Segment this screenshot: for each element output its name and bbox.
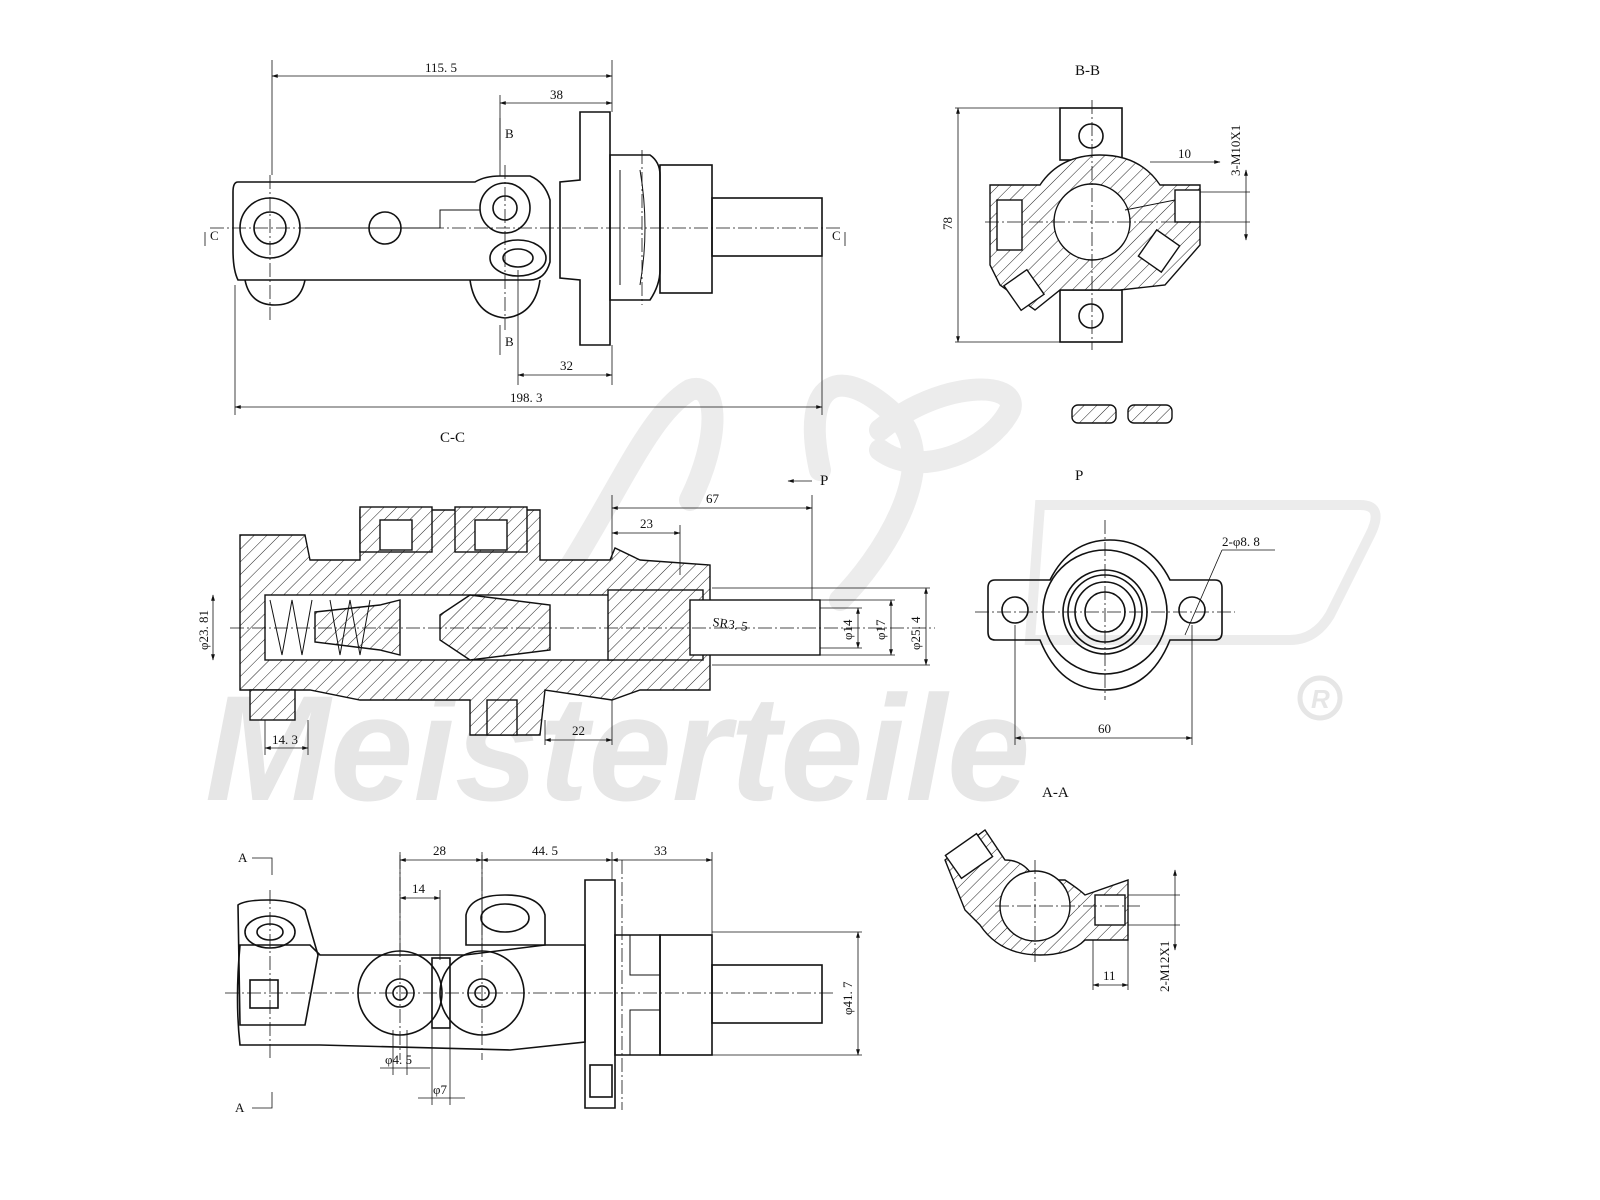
cc-dim-d23-81: φ23. 81 (196, 610, 211, 650)
dim-38: 38 (550, 87, 563, 102)
bottom-flange (584, 879, 616, 1109)
bottom-upper-boss (465, 894, 546, 946)
top-flange (559, 111, 611, 346)
top-view: 115. 5 38 32 198. 3 B B C C (204, 60, 846, 415)
cc-dim-67: 67 (706, 491, 720, 506)
registered-mark-circle (1297, 675, 1343, 721)
cc-dim-d25-4: φ25. 4 (908, 616, 923, 650)
section-aa-view: A-A 2-M12X1 11 (944, 785, 1180, 992)
aa-title: A-A (1042, 785, 1069, 801)
bottom-view: 28 44. 5 33 14 φ41. 7 φ4. 5 φ7 A A (225, 843, 862, 1115)
port-oval-inner (502, 248, 534, 268)
top-step-line (305, 209, 480, 229)
seal-icons (1071, 404, 1173, 424)
cc-dim-d14: φ14 (840, 619, 855, 640)
cc-pushrod-bore (689, 599, 821, 656)
bot-dim-28: 28 (433, 843, 446, 858)
watermark-banner (1024, 500, 1381, 645)
top-boss (609, 154, 661, 301)
top-groove (619, 169, 646, 286)
bb-dim-10: 10 (1178, 146, 1191, 161)
bottom-cylinder (659, 934, 713, 1056)
watermark-registered: R (1311, 684, 1330, 714)
cc-outlet-1 (249, 689, 296, 721)
aa-dim-11: 11 (1103, 968, 1116, 983)
section-mark-b-top: B (505, 126, 514, 141)
section-mark-c-left: C (210, 228, 219, 243)
bot-dim-d7: φ7 (433, 1082, 448, 1097)
p-dim-holes: 2-φ8. 8 (1222, 534, 1260, 549)
seal-icon-1 (1071, 404, 1117, 424)
bb-title: B-B (1075, 63, 1100, 79)
cc-outlet-2 (486, 699, 518, 736)
p-title: P (1075, 468, 1083, 484)
section-cc-view: C-C P SR3. 5 67 23 φ23. 81 φ14 (196, 430, 935, 755)
cc-piston-head (607, 589, 704, 661)
bot-dim-d41-7: φ41. 7 (840, 981, 855, 1015)
cc-spring (269, 599, 313, 656)
lower-lug-1 (244, 279, 306, 306)
bottom-body-outline (236, 944, 586, 1051)
cc-radius-label: SR3. 5 (712, 614, 749, 634)
bot-dim-d4-5: φ4. 5 (385, 1052, 412, 1067)
top-body-outline (232, 175, 551, 281)
bottom-boss (237, 899, 319, 1026)
seal-icon-2 (1127, 404, 1173, 424)
lower-lug-2 (469, 279, 541, 319)
cc-arrow-label: P (820, 473, 828, 489)
section-mark-a-bottom: A (235, 1100, 245, 1115)
aa-thread-label: 2-M12X1 (1157, 941, 1172, 992)
p-dim-60: 60 (1098, 721, 1111, 736)
bb-dim-78: 78 (940, 217, 955, 230)
cc-dim-22: 22 (572, 723, 585, 738)
bb-bottom-tab (1059, 289, 1123, 343)
cc-piston-2 (439, 594, 551, 661)
bottom-pushrod (711, 964, 823, 1024)
cc-title: C-C (440, 430, 465, 446)
dim-198-3: 198. 3 (510, 390, 543, 405)
cc-dim-23: 23 (640, 516, 653, 531)
cc-piston-1 (314, 599, 401, 656)
cc-dim-14-3: 14. 3 (272, 732, 298, 747)
section-bb-view: B-B 78 10 3-M10X1 (940, 63, 1250, 350)
top-body-cylinder (659, 164, 713, 294)
view-p: P 60 2-φ8. 8 (975, 468, 1275, 745)
section-mark-c-right: C (832, 228, 841, 243)
bb-left-plug (996, 199, 1023, 251)
dim-32: 32 (560, 358, 573, 373)
top-pushrod (711, 197, 823, 257)
cc-spring-2 (329, 599, 371, 656)
section-mark-b-bottom: B (505, 334, 514, 349)
cc-dim-d17: φ17 (873, 619, 888, 640)
bb-thread-label: 3-M10X1 (1228, 125, 1243, 176)
bot-dim-14: 14 (412, 881, 426, 896)
section-mark-a-top: A (238, 850, 248, 865)
bot-dim-33: 33 (654, 843, 667, 858)
bb-top-tab (1059, 107, 1123, 161)
dim-115-5: 115. 5 (425, 60, 457, 75)
p-flange (987, 539, 1223, 691)
bot-dim-44-5: 44. 5 (532, 843, 558, 858)
